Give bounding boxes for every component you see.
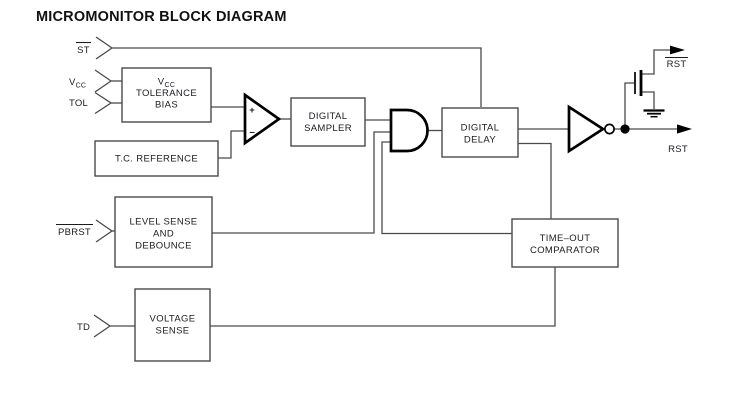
svg-text:VCC: VCC — [158, 77, 176, 89]
wire-mosfet-drain-to-rstbar — [641, 49, 670, 75]
block-time-out-comparator: TIME–OUT COMPARATOR — [511, 218, 619, 268]
label-td: TD — [77, 322, 90, 333]
label-rst: RST — [668, 144, 688, 155]
output-rst-bar: RST — [665, 45, 688, 70]
voltage-sense-line1: VOLTAGE — [150, 314, 196, 325]
time-out-comparator-line2: COMPARATOR — [530, 245, 600, 256]
input-tol: TOL — [69, 91, 113, 115]
input-td: TD — [77, 314, 112, 338]
digital-sampler-line1: DIGITAL — [309, 111, 348, 122]
comparator-plus-sign: + — [249, 105, 255, 116]
block-digital-delay: DIGITAL DELAY — [441, 107, 519, 158]
wire-mosfet-source-to-ground — [641, 91, 655, 109]
level-sense-box — [114, 196, 213, 268]
and-gate-icon — [389, 108, 429, 153]
vcc-tolerance-bias-box — [121, 67, 212, 123]
time-out-comparator-line1: TIME–OUT — [540, 233, 591, 244]
digital-sampler-line2: SAMPLER — [304, 123, 352, 134]
rst-bar-arrow-icon — [670, 45, 685, 55]
digital-delay-line2: DELAY — [464, 135, 497, 146]
rst-arrow-icon — [677, 124, 692, 134]
label-pbrst: PBRST — [58, 227, 91, 238]
wire-node-to-mosfet-gate — [624, 82, 635, 129]
label-tol: TOL — [69, 98, 88, 109]
input-chevron-td-icon — [93, 314, 112, 338]
ground-symbol — [643, 109, 665, 118]
vcc-bias-line1: V — [158, 77, 165, 88]
digital-delay-line1: DIGITAL — [461, 123, 500, 134]
input-chevron-tol-icon — [94, 91, 113, 115]
mosfet-symbol — [634, 70, 643, 96]
block-voltage-sense: VOLTAGE SENSE — [134, 288, 211, 362]
level-sense-line3: DEBOUNCE — [135, 241, 192, 252]
wire-levelsense-to-and — [212, 131, 391, 234]
wire-timeout-to-and — [381, 141, 512, 235]
wire-delay-to-timeout — [518, 142, 552, 219]
comparator-minus-sign: − — [249, 128, 255, 139]
block-level-sense-debounce: LEVEL SENSE AND DEBOUNCE — [114, 196, 213, 268]
voltage-sense-line2: SENSE — [156, 326, 190, 337]
level-sense-line2: AND — [153, 229, 174, 240]
block-tc-reference: T.C. REFERENCE — [94, 140, 219, 177]
tc-reference-label: T.C. REFERENCE — [115, 154, 198, 165]
comparator-symbol: + − — [243, 92, 282, 146]
block-vcc-tolerance-bias: VCC TOLERANCE BIAS — [121, 67, 212, 123]
vcc-bias-line3: BIAS — [155, 100, 178, 111]
input-pbrst: PBRST — [56, 219, 114, 243]
output-rst: RST — [668, 124, 692, 155]
level-sense-line1: LEVEL SENSE — [130, 217, 198, 228]
inverter-triangle-icon — [567, 104, 606, 154]
input-chevron-st-icon — [95, 36, 114, 60]
vcc-bias-line1-subscript: CC — [164, 82, 175, 89]
inverter-bubble-icon — [604, 123, 615, 135]
wire-tcref-to-comparator-minus — [218, 130, 245, 159]
wire-voltagesense-to-timeout — [210, 267, 556, 327]
label-vcc-subscript: CC — [76, 82, 87, 89]
junction-dot — [620, 124, 630, 134]
wire-st-to-digital-delay — [112, 47, 482, 107]
block-digital-sampler: DIGITAL SAMPLER — [290, 97, 366, 147]
tc-reference-box — [94, 140, 219, 177]
label-st: ST — [77, 45, 90, 56]
digital-delay-box — [441, 107, 519, 158]
time-out-comparator-box — [511, 218, 619, 268]
label-vcc: V — [69, 77, 76, 88]
input-vcc: VCC — [69, 69, 113, 93]
input-st: ST — [76, 36, 114, 60]
label-rst-bar: RST — [667, 59, 687, 70]
inverter-symbol — [567, 104, 615, 154]
input-chevron-vcc-icon — [94, 69, 113, 93]
vcc-bias-line2: TOLERANCE — [136, 88, 197, 99]
svg-text:VCC: VCC — [69, 77, 86, 89]
input-chevron-pbrst-icon — [95, 219, 114, 243]
page-title: MICROMONITOR BLOCK DIAGRAM — [36, 9, 287, 25]
voltage-sense-box — [134, 288, 211, 362]
digital-sampler-box — [290, 97, 366, 147]
comparator-triangle-icon — [243, 92, 282, 146]
